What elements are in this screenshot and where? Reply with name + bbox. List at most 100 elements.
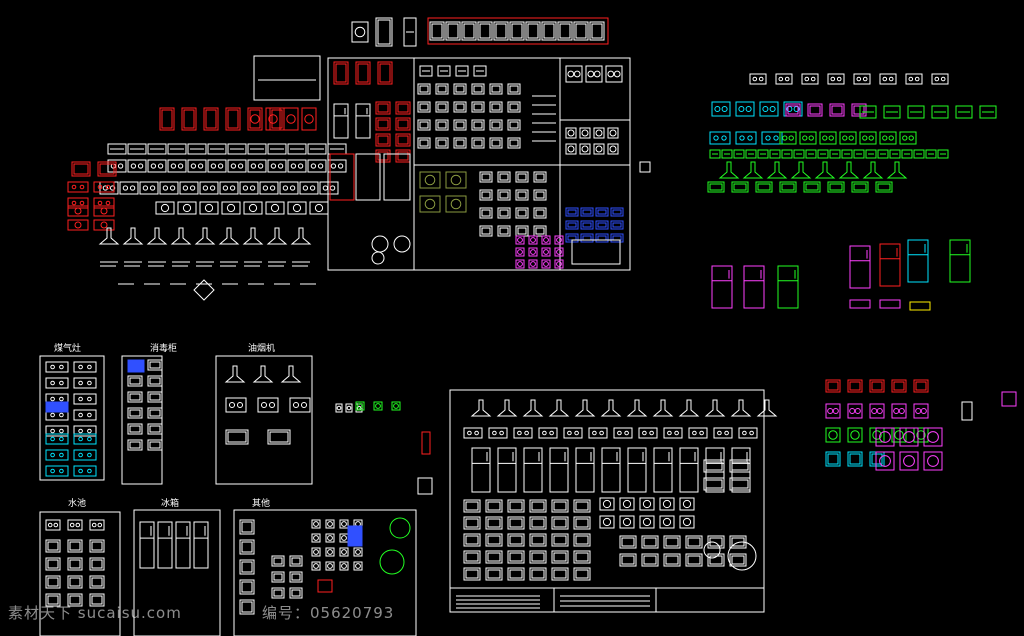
- cad-symbol-inner: [291, 589, 301, 597]
- cad-symbol-inner: [149, 425, 161, 433]
- cad-symbol: [239, 539, 255, 555]
- cad-circle: [784, 76, 790, 82]
- cad-circle: [71, 184, 77, 190]
- cad-symbol: [287, 201, 307, 215]
- cad-symbol: [688, 427, 708, 439]
- cad-circle: [749, 430, 754, 436]
- cad-symbol: [445, 171, 467, 189]
- hood-symbol: [678, 399, 700, 417]
- cad-symbol-inner: [575, 569, 589, 579]
- cad-symbol: [45, 557, 61, 571]
- cad-symbol: [889, 149, 901, 159]
- cad-symbol: [859, 105, 877, 119]
- cad-circle: [703, 541, 721, 559]
- cad-circle: [297, 163, 304, 169]
- cad-circle: [517, 237, 523, 243]
- cad-circle: [79, 184, 85, 190]
- cad-symbol: [869, 379, 885, 393]
- cad-circle: [827, 407, 834, 415]
- cad-circle: [341, 521, 347, 527]
- cad-circle: [355, 549, 361, 555]
- cad-circle: [879, 431, 891, 443]
- cad-circle: [543, 249, 549, 255]
- cad-circle: [682, 517, 692, 527]
- cad-symbol-inner: [527, 23, 539, 39]
- cad-symbol-inner: [509, 569, 523, 579]
- cad-symbol: [67, 205, 89, 217]
- cad-circle: [59, 436, 64, 442]
- cad-symbol: [595, 207, 609, 217]
- cad-circle: [327, 535, 333, 541]
- cad-symbol-inner: [463, 23, 475, 39]
- cad-circle: [149, 185, 156, 191]
- cad-symbol: [595, 233, 609, 243]
- cad-symbol: [289, 571, 303, 583]
- cad-symbol-inner: [227, 431, 247, 443]
- cad-circle: [888, 135, 894, 141]
- cad-symbol-inner: [249, 109, 261, 129]
- cad-symbol: [573, 21, 589, 41]
- cad-circle: [292, 203, 302, 213]
- cad-symbol: [515, 235, 525, 245]
- cad-circle: [142, 185, 149, 191]
- cad-circle: [346, 405, 352, 411]
- cad-circle: [927, 455, 939, 467]
- cad-block: [317, 579, 333, 593]
- cad-symbol: [507, 533, 525, 547]
- fridge-symbol: [333, 103, 349, 139]
- fridge-symbol: [601, 447, 621, 493]
- hood-symbol: [574, 399, 596, 417]
- cad-circle: [270, 163, 277, 169]
- cad-symbol: [925, 149, 937, 159]
- cad-symbol-inner: [271, 109, 283, 129]
- cad-symbol: [685, 535, 703, 549]
- cad-symbol: [271, 571, 285, 583]
- cad-circle: [59, 396, 64, 402]
- cad-circle: [699, 430, 704, 436]
- cad-symbol: [375, 17, 393, 47]
- cad-circle: [765, 135, 771, 141]
- cad-circle: [778, 76, 784, 82]
- cad-symbol: [913, 379, 929, 393]
- cad-symbol: [463, 533, 481, 547]
- cad-symbol: [738, 427, 758, 439]
- hood-symbol: [266, 227, 288, 245]
- cad-circle: [587, 70, 595, 78]
- cad-symbol: [551, 550, 569, 564]
- cad-circle: [71, 200, 77, 206]
- cad-circle: [882, 76, 888, 82]
- cad-symbol-inner: [473, 121, 483, 129]
- cad-symbol-inner: [511, 23, 523, 39]
- cad-symbol: [147, 423, 163, 435]
- hood-symbol: [470, 399, 492, 417]
- cad-symbol-inner: [687, 555, 701, 565]
- cad-symbol: [167, 159, 187, 173]
- cad-symbol: [869, 403, 885, 419]
- cad-circle: [210, 163, 217, 169]
- cad-symbol: [825, 427, 841, 443]
- cad-symbol: [435, 119, 449, 131]
- cad-symbol: [825, 379, 841, 393]
- cad-symbol: [311, 561, 321, 571]
- cad-symbol: [355, 401, 365, 411]
- cad-symbol: [785, 103, 801, 117]
- fridge-symbol: [193, 521, 209, 569]
- cad-symbol: [847, 379, 863, 393]
- cad-symbol: [73, 409, 97, 421]
- cad-symbol: [841, 149, 853, 159]
- cad-symbol: [311, 519, 321, 529]
- cad-circle: [47, 522, 53, 528]
- cad-symbol: [573, 516, 591, 530]
- cad-symbol: [247, 107, 263, 131]
- cad-circle: [100, 207, 108, 215]
- cad-symbol: [525, 21, 541, 41]
- cad-circle: [59, 428, 64, 434]
- cad-symbol: [827, 181, 845, 193]
- cad-circle: [856, 76, 862, 82]
- cad-symbol: [663, 427, 683, 439]
- cad-circle: [556, 237, 562, 243]
- cad-symbol: [913, 427, 929, 443]
- cad-symbol-inner: [621, 537, 635, 547]
- cad-circle: [317, 163, 324, 169]
- cad-symbol: [847, 427, 863, 443]
